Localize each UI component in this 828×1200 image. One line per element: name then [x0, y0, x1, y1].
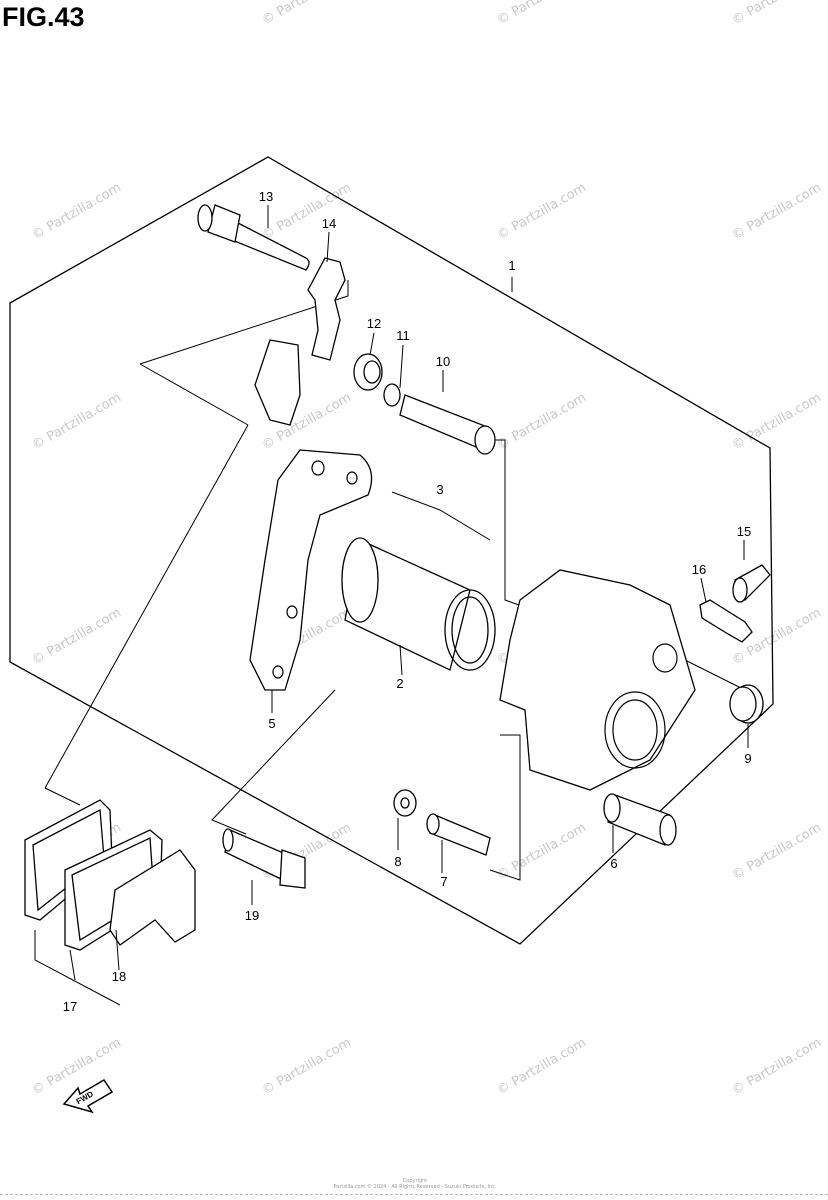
bracket-hole-3	[286, 605, 298, 619]
callout-13: 13	[259, 189, 273, 204]
callout-18: 18	[112, 969, 126, 984]
copyright-footer: Copyright Partzilla.com © 2024 - All Rig…	[330, 1178, 500, 1190]
leader-11	[399, 344, 404, 389]
callout-3: 3	[436, 482, 443, 497]
caliper-bore	[604, 691, 666, 769]
pad-spring	[254, 339, 301, 426]
leader-2	[399, 644, 403, 676]
leader-3	[391, 491, 491, 541]
watermark-text: © Partzilla.com	[495, 180, 589, 243]
watermark-text: © Partzilla.com	[730, 180, 824, 243]
fwd-arrow: FWD	[62, 1078, 114, 1114]
pad-group-bracket	[34, 930, 121, 1006]
leader-12	[369, 332, 375, 356]
part-18-shim	[109, 849, 196, 946]
part-13-bolt	[197, 204, 310, 271]
assembly-boundary-outline	[9, 156, 774, 945]
caliper-body	[499, 569, 696, 791]
watermark-text: © Partzilla.com	[495, 1035, 589, 1098]
watermark-text: © Partzilla.com	[495, 0, 589, 28]
caliper-port	[652, 643, 678, 673]
callout-8: 8	[394, 854, 401, 869]
watermark-text: © Partzilla.com	[260, 1035, 354, 1098]
inner-bracket-line	[139, 280, 349, 365]
fwd-arrow-icon	[62, 1078, 114, 1114]
leader-18	[115, 929, 120, 971]
bracket-hole-4	[272, 665, 284, 679]
watermark-text: © Partzilla.com	[260, 180, 354, 243]
callout-14: 14	[322, 216, 336, 231]
watermark-text: © Partzilla.com	[495, 820, 589, 883]
part-6-sleeve	[603, 793, 677, 846]
pad-group-bracket-2	[69, 949, 76, 981]
part-2-piston	[341, 537, 471, 671]
cap-leader-line	[684, 659, 746, 691]
part-7-bleeder	[426, 813, 491, 856]
caliper-bore-inner	[612, 699, 658, 761]
callout-11: 11	[396, 328, 410, 343]
bottom-rule	[0, 1194, 828, 1195]
watermark-text: © Partzilla.com	[730, 0, 824, 28]
callout-15: 15	[737, 524, 751, 539]
watermark-text: © Partzilla.com	[495, 390, 589, 453]
pad-leader-line-2	[44, 787, 81, 806]
watermark-layer: © Partzilla.com © Partzilla.com © Partzill…	[30, 0, 824, 1098]
bolt-leader-line	[211, 689, 336, 835]
part-11-ring	[383, 383, 401, 407]
watermark-text: © Partzilla.com	[730, 390, 824, 453]
figure-title: FIG.43	[2, 2, 85, 32]
watermark-text: © Partzilla.com	[730, 820, 824, 883]
watermark-text: © Partzilla.com	[730, 1035, 824, 1098]
part-3-seal	[444, 589, 496, 671]
callout-2: 2	[396, 676, 403, 691]
part-14-clip	[307, 257, 346, 361]
callout-7: 7	[440, 874, 447, 889]
part-16-retainer	[699, 599, 753, 643]
part-9-cap	[729, 684, 764, 724]
watermark-text: © Partzilla.com	[30, 390, 124, 453]
watermark-text: © Partzilla.com	[30, 180, 124, 243]
callout-5: 5	[268, 716, 275, 731]
leader-14	[326, 231, 330, 263]
callout-12: 12	[367, 316, 381, 331]
body-leader-line	[489, 734, 521, 881]
callout-10: 10	[436, 354, 450, 369]
footer-line-2: Partzilla.com © 2024 - All Rights Reserv…	[333, 1184, 497, 1190]
watermark-text: © Partzilla.com	[260, 0, 354, 28]
leader-16	[700, 577, 707, 603]
pad-leader-line	[44, 424, 249, 789]
bracket-hole-2	[346, 471, 358, 485]
part-8-washer	[393, 789, 417, 817]
inner-bracket-line-2	[139, 363, 249, 426]
callout-1: 1	[508, 258, 515, 273]
callout-17: 17	[63, 999, 77, 1014]
footer-line-1: Copyright	[402, 1178, 428, 1184]
part-19-bolt	[222, 828, 306, 889]
callout-9: 9	[744, 751, 751, 766]
part-5-bracket	[249, 449, 373, 691]
part-15-bleed-screw	[732, 564, 771, 603]
watermark-text: © Partzilla.com	[30, 605, 124, 668]
callout-16: 16	[692, 562, 706, 577]
bracket-hole-1	[311, 460, 325, 476]
callout-19: 19	[245, 908, 259, 923]
part-12-boot	[353, 353, 383, 391]
callout-6: 6	[610, 856, 617, 871]
part-10-pin	[399, 394, 496, 455]
